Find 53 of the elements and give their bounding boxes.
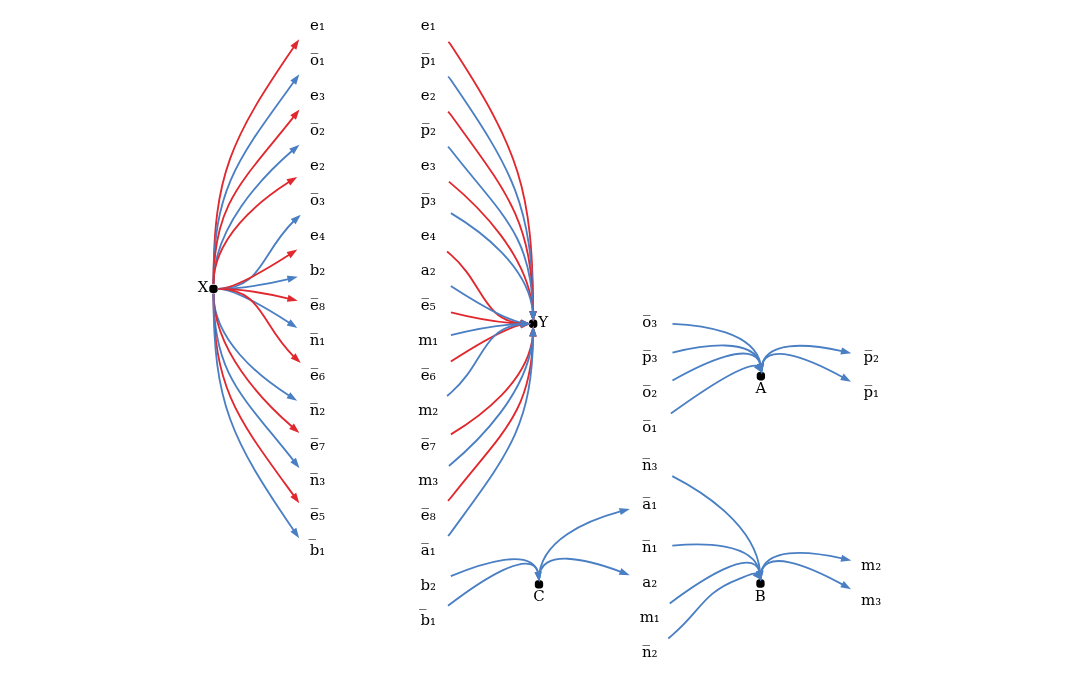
node-text: m₁ [639,608,660,627]
node-text: b₂ [419,575,436,594]
node-text: p̅₂ [862,348,879,367]
node-text: n̅₃ [309,470,325,489]
node-text: e₂ [420,86,436,105]
node-text: e₂ [309,156,325,175]
node-text: n̅₁ [641,538,658,557]
node-text: e₄ [309,226,325,245]
node-label: X [197,278,208,297]
node-text: b̅₁ [309,540,325,559]
node-text: e₃ [420,156,436,175]
node-label: C [532,587,545,606]
node-text: o̅₁ [641,418,657,437]
node-text: e₁ [420,16,436,35]
node-text: e₄ [420,226,436,245]
node-text: e̅₅ [309,505,325,524]
node-label: A [754,379,766,398]
node-text: m₂ [860,555,881,574]
node-text: n̅₃ [641,455,658,474]
node-text: a̅₁ [420,540,436,559]
node-text: o̅₁ [309,51,325,70]
node-text: p̅₁ [419,51,436,70]
node-text: m₁ [417,330,438,349]
node-text: b̅₁ [419,610,436,629]
node-text: n̅₂ [309,400,325,419]
node-text: e₃ [309,86,325,105]
node-text: p̅₃ [419,191,436,210]
node-text: o̅₃ [641,313,657,332]
node-text: p̅₁ [862,383,879,402]
node-text: a₂ [641,573,657,592]
node-text: p̅₃ [641,348,658,367]
node-text: e̅₈ [309,295,325,314]
node-text: a₂ [420,260,436,279]
node-text: m₃ [860,590,881,609]
node-text: p̅₂ [419,121,436,140]
node-text: e̅₇ [420,435,436,454]
node-text: e̅₆ [420,365,436,384]
node-text: b₂ [309,260,325,279]
node-text: o̅₂ [641,383,657,402]
node-label: Y [537,313,548,332]
node-text: n̅₂ [641,643,658,662]
node-text: e₁ [309,16,325,35]
node-text: m₂ [417,400,438,419]
node-label: B [754,586,766,605]
node-text: e̅₈ [420,505,436,524]
node-text: o̅₃ [309,191,325,210]
node-text: e̅₇ [309,435,325,454]
node-text: o̅₂ [309,121,325,140]
node-text: n̅₁ [309,330,325,349]
node-text: a̅₁ [641,494,657,513]
node-text: e̅₆ [309,365,325,384]
node-text: m₃ [417,470,438,489]
node-text: e̅₅ [420,295,436,314]
